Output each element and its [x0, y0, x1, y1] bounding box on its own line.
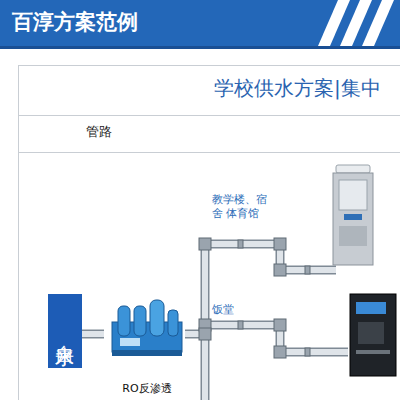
ro-unit: [112, 300, 182, 356]
branch-label: 饭堂: [212, 303, 262, 317]
branch-label: 教学楼、宿舍 体育馆: [212, 193, 274, 221]
row-rule: [18, 115, 400, 116]
source-text: 自来水: [54, 330, 76, 333]
pipe: [185, 240, 348, 400]
pipe-segment: [82, 330, 104, 339]
pipe-segment: [82, 331, 104, 337]
source-box: 自来水: [48, 294, 82, 368]
row-heading: 管路: [86, 124, 146, 140]
unit-caption: RO反渗透: [122, 383, 171, 396]
brand-header: 百淳方案范例: [12, 9, 212, 35]
water-dispenser: [333, 165, 373, 265]
ro-unit-node: RO反渗透: [104, 300, 190, 396]
diagram-title: 学校供水方案|集中: [214, 76, 381, 101]
water-dispenser: [350, 294, 396, 376]
header-stripe: [362, 0, 394, 46]
row-rule: [18, 152, 400, 153]
pipe-joint: [199, 238, 310, 358]
frame: [19, 66, 400, 400]
header-band: [0, 0, 400, 46]
header-rule: [0, 46, 400, 49]
pipe-outline: [185, 240, 348, 400]
pipe-connector: [82, 334, 104, 335]
